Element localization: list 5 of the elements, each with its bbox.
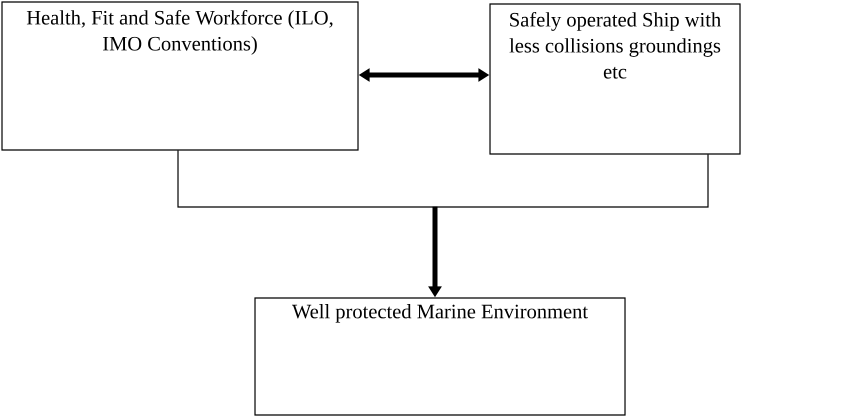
- connector-line: [435, 154, 709, 208]
- process-box: Health, Fit and Safe Workforce (ILO, IMO Conventions): [1, 1, 359, 151]
- process-box: Safely operated Ship with less collisions groundings etc: [489, 3, 741, 155]
- connector-line: [177, 150, 435, 208]
- process-box: Well protected Marine Environment: [254, 297, 626, 416]
